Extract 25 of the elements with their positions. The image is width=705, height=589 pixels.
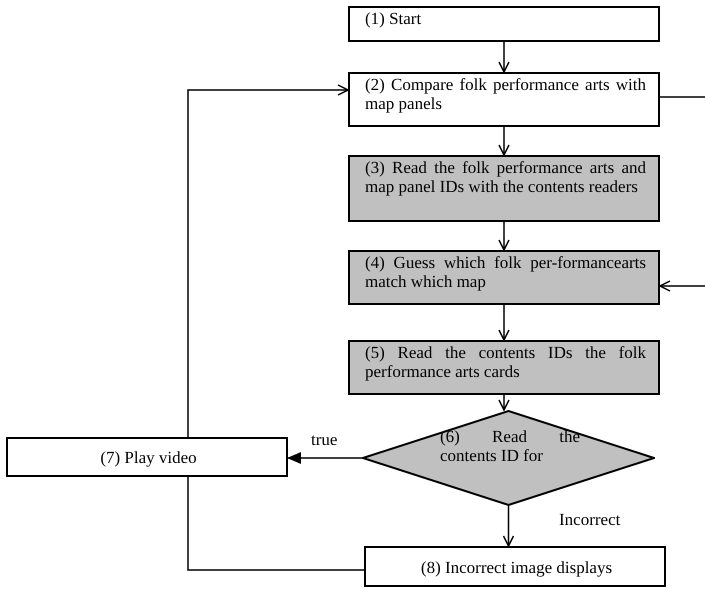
process-box bbox=[348, 72, 660, 127]
process-box bbox=[348, 155, 660, 222]
arrow bbox=[502, 506, 514, 547]
step-text: (4) Guess which folk per-formancearts match which map bbox=[364, 252, 647, 291]
arrow bbox=[498, 42, 510, 73]
arrow bbox=[498, 222, 510, 251]
arrow bbox=[287, 452, 362, 464]
decision-diamond bbox=[362, 410, 655, 506]
step-text: (3) Read the folk performance arts and map panel IDs with the contents readers bbox=[364, 157, 647, 196]
step-text: (2) Compare folk performance arts with map panels bbox=[364, 74, 647, 113]
step-text: (8) Incorrect image displays bbox=[420, 556, 614, 576]
process-box bbox=[6, 437, 288, 477]
step-text: (5) Read the contents IDs the folk performance arts cards bbox=[364, 342, 647, 381]
arrow bbox=[498, 395, 510, 411]
arrow bbox=[659, 280, 705, 292]
arrow bbox=[498, 305, 510, 341]
process-box bbox=[348, 6, 660, 42]
step-text: (6) Read the contents ID for bbox=[440, 427, 580, 465]
arrow bbox=[187, 84, 349, 437]
step-text: (1) Start bbox=[364, 8, 422, 28]
process-box bbox=[348, 340, 660, 395]
process-box bbox=[348, 250, 660, 305]
arrow bbox=[498, 127, 510, 156]
step-text: (7) Play video bbox=[99, 447, 198, 467]
process-box bbox=[364, 546, 666, 587]
